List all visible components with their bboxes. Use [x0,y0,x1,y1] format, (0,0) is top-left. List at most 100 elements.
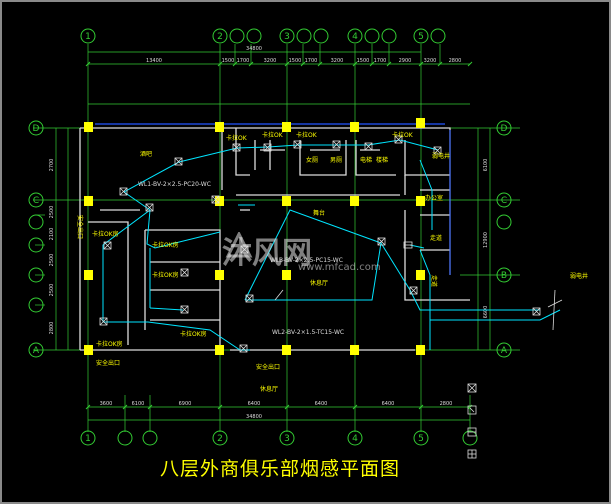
room-label: 走道 [430,275,438,287]
smoke-detector-icon [245,294,254,303]
dim-bottom: 6400 [382,401,395,407]
dim-top: 1500 [289,58,302,64]
watermark-url: www.mfcad.com [298,262,381,273]
column [416,196,425,206]
axis-label: D [501,124,508,134]
room-label: 休息厅 [310,279,328,287]
room-label: 舞台 [313,209,325,217]
vertical-room-labels: 安全出口 弱电井 走道 [76,215,588,287]
dim-top: 2800 [449,58,462,64]
smoke-detector-icon [119,187,128,196]
column [84,122,93,132]
smoke-detector-icon [99,317,108,326]
dim-left: 2700 [49,159,55,172]
watermark-logo-icon [225,232,253,258]
dim-top: 3200 [424,58,437,64]
axis-label: 2 [217,434,223,444]
smoke-detector-icon [174,157,183,166]
room-label: 卡拉OK [296,131,318,139]
axis-label: B [501,271,507,281]
axis-label: 3 [284,32,290,42]
room-label: 安全出口 [96,359,120,367]
column [416,270,425,280]
smoke-detector-icon [332,140,341,149]
dim-top: 1700 [237,58,250,64]
axis-labels: 1 2 3 4 5 1 2 3 4 5 D C A D C B A [33,32,508,444]
smoke-detector-icon [433,146,442,155]
column [350,196,359,206]
dim-top: 13400 [146,58,162,64]
column [215,270,224,280]
smoke-detector-icon [403,241,413,249]
axis-bubbles [28,28,512,446]
smoke-detector-icon [293,140,302,149]
room-label: 酒吧 [140,150,152,158]
column [84,196,93,206]
room-label: 卡拉OK房 [92,230,119,238]
room-label: 卡拉OK房 [96,340,123,348]
smoke-detector-icon [364,142,373,151]
room-label: 弱电井 [570,272,588,280]
legend-panel-icon [467,427,477,437]
column [416,118,425,128]
axis-label: 5 [418,434,424,444]
smoke-detectors [99,135,541,353]
column [84,345,93,355]
room-label: 走道 [430,234,442,242]
room-label: 卡拉OK [392,131,414,139]
dim-top: 1500 [357,58,370,64]
room-label: 卡拉OK房 [152,271,179,279]
dim-top: 1700 [374,58,387,64]
dim-bottom: 6100 [132,401,145,407]
smoke-detector-icon [263,143,272,152]
column [282,345,291,355]
axis-label: 1 [85,32,91,42]
dim-right: 6600 [483,306,489,319]
room-label: 男厕 [330,157,342,164]
smoke-detector-icon [377,237,386,246]
room-label: 安全出口 [76,215,84,239]
smoke-detector-icon [211,195,220,204]
dim-left: 2500 [49,284,55,297]
wire-label: WL3-BV-2×2.5-PC15-WC [270,257,343,264]
drawing-title: 八层外商俱乐部烟感平面图 [160,458,401,480]
axis-label: A [33,346,40,356]
smoke-detector-icon [180,268,189,277]
watermark-text: 沐风网 [222,236,312,271]
dim-top: 1500 [222,58,235,64]
dim-bottom: 3600 [100,401,113,407]
axis-label: C [33,196,39,206]
dim-top: 1700 [305,58,318,64]
room-label: 卡拉OK [226,134,248,142]
axis-label: 2 [217,32,223,42]
wire-connectors [274,289,563,331]
room-label: 卡拉OK房 [152,241,179,249]
dimension-texts-vertical: 2700 2500 2100 2500 2500 2800 6100 12900… [49,159,489,335]
wire-label: WL1-BV-2×2.5-PC20-WC [138,181,211,188]
dimension-texts: 34800 13400 1500 1700 3200 1500 1700 320… [100,46,462,420]
smoke-detector-icon [232,143,241,152]
legend-heat-icon [467,405,477,415]
smoke-detector-icon [145,203,154,212]
column [416,345,425,355]
wiring [102,139,561,351]
smoke-detector-icon [532,307,541,316]
legend-smoke-icon [467,383,477,393]
dim-bottom: 6400 [315,401,328,407]
column [215,196,224,206]
axis-label: 4 [352,434,358,444]
axis-label: A [501,346,508,356]
room-label: 卡拉OK房 [180,330,207,338]
wire-labels: WL1-BV-2×2.5-PC20-WC WL3-BV-2×2.5-PC15-W… [138,181,344,336]
column [282,196,291,206]
dim-left: 2100 [49,228,55,241]
column [84,270,93,280]
room-label: 电梯 [360,156,372,164]
dim-top: 3200 [264,58,277,64]
room-label: 休息厅 [260,385,278,393]
room-label: 弱电井 [432,152,450,160]
column [282,122,291,132]
dim-top: 3200 [331,58,344,64]
dim-total-top: 34800 [246,46,262,52]
dim-bottom: 2800 [440,401,453,407]
